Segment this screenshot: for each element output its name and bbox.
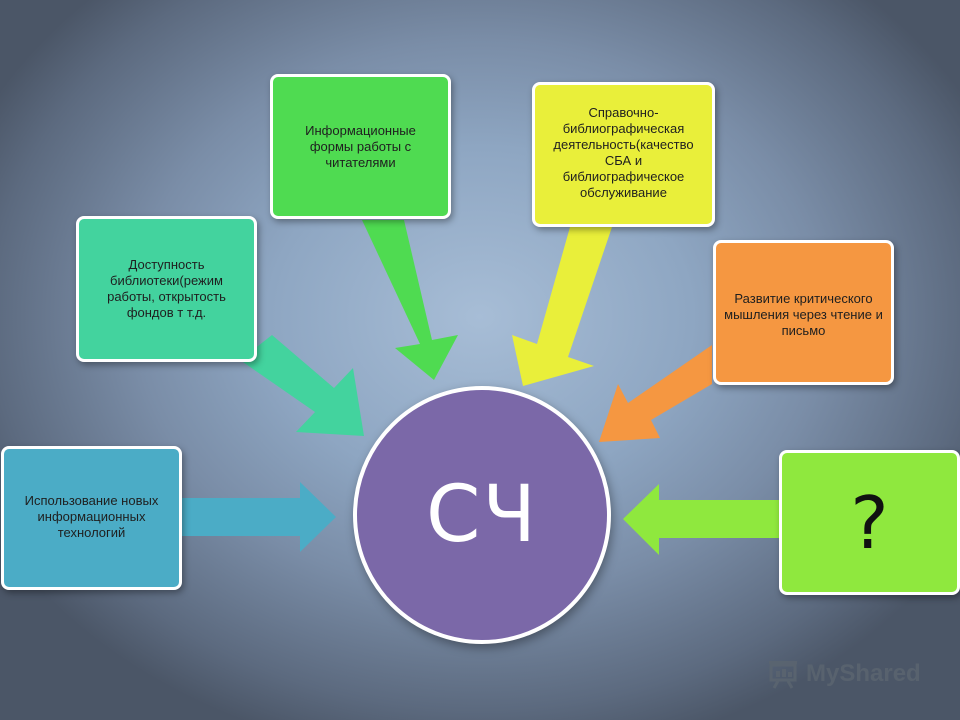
watermark: MyShared: [766, 657, 921, 691]
arrow-it-to-center: [182, 482, 336, 552]
box-info-forms-text: Информационные формы работы с читателями: [305, 123, 416, 170]
question-mark: ?: [850, 480, 889, 565]
box-new-info-technologies-text: Использование новых информационных техно…: [24, 493, 159, 540]
box-reference-bibliographic-text: Справочно-библиографическая деятельность…: [553, 105, 694, 200]
box-info-forms: Информационные формы работы с читателями: [270, 74, 451, 219]
box-reference-bibliographic: Справочно-библиографическая деятельность…: [532, 82, 715, 227]
box-new-info-technologies: Использование новых информационных техно…: [1, 446, 182, 590]
box-library-accessibility: Доступность библиотеки(режим работы, отк…: [76, 216, 257, 362]
box-critical-thinking-text: Развитие критического мышления через чте…: [724, 291, 883, 338]
center-label: СЧ: [426, 470, 538, 560]
arrow-question-to-center: [623, 484, 779, 555]
watermark-text: MyShared: [806, 660, 921, 687]
arrow-info-to-center: [362, 220, 458, 380]
box-critical-thinking: Развитие критического мышления через чте…: [713, 240, 894, 385]
arrow-access-to-center: [240, 335, 364, 436]
arrow-critical-to-center: [599, 345, 712, 442]
arrow-reference-to-center: [512, 227, 612, 386]
box-question: ?: [779, 450, 960, 595]
center-circle: СЧ: [353, 386, 611, 644]
presentation-icon: [769, 661, 797, 689]
box-library-accessibility-text: Доступность библиотеки(режим работы, отк…: [107, 257, 226, 320]
